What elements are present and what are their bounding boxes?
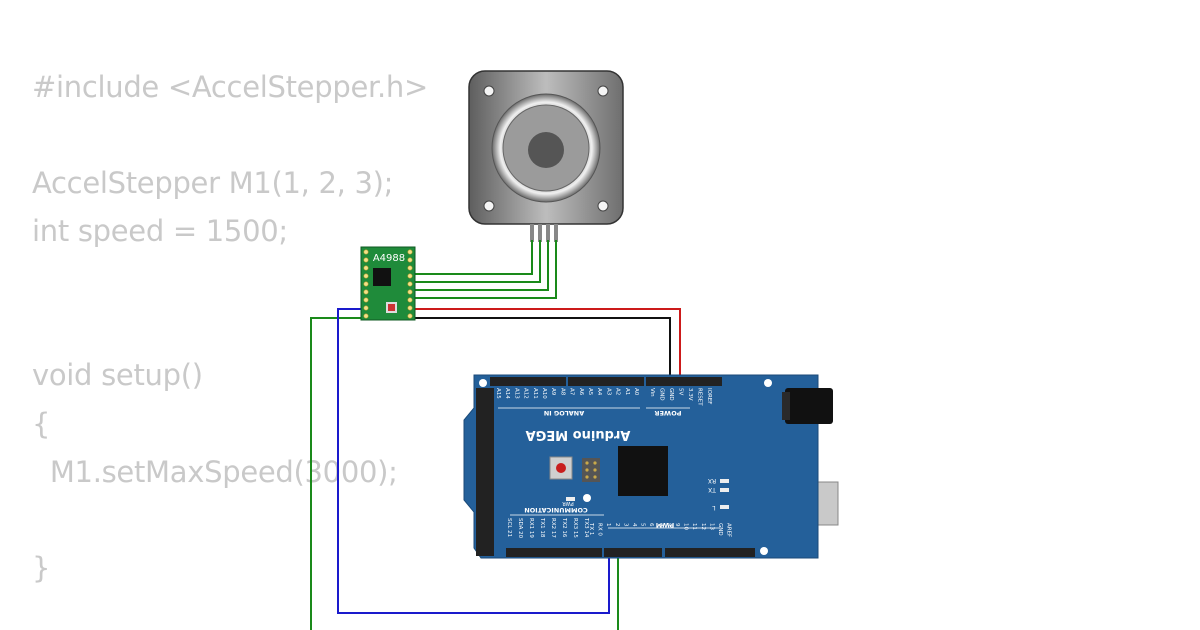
comm-pin-label-1: SDA 20	[517, 518, 523, 539]
digital-pin-label-8: 7	[657, 523, 663, 527]
wire-motor-4	[413, 240, 557, 299]
code-line-setup: void setup()	[32, 358, 203, 392]
power-pin-label-3: 5V	[678, 388, 684, 395]
power-jack	[785, 388, 833, 424]
wire-motor-2	[413, 240, 541, 283]
analog-pin-label-9: A6	[578, 388, 584, 396]
label-communication: COMMUNICATION	[524, 506, 587, 514]
wire-step	[310, 317, 363, 630]
power-pin-label-4: 3.3V	[687, 388, 693, 401]
code-line-close-brace: }	[32, 551, 51, 585]
digital-pin-label-2: 1	[605, 523, 611, 527]
digital-pin-label-0: TX 1	[588, 522, 594, 535]
comm-pin-label-0: SCL 21	[506, 518, 512, 537]
power-pin-label-1: GND	[659, 388, 665, 401]
header-analog-lo	[568, 377, 644, 386]
analog-pin-label-8: A7	[569, 388, 575, 396]
label-analog-in: ANALOG IN	[544, 409, 584, 417]
power-pin-label-2: GND	[668, 388, 674, 401]
label-pwm: PWM	[656, 521, 674, 529]
analog-pin-label-10: A5	[587, 388, 593, 396]
analog-pin-label-6: A9	[550, 388, 556, 396]
digital-pin-label-15: GND	[717, 523, 723, 536]
digital-pin-label-7: 6	[648, 523, 654, 527]
board-name: Arduino MEGA	[526, 427, 631, 442]
analog-pin-label-5: A10	[541, 388, 547, 399]
header-pwm	[604, 548, 662, 557]
wire-dir	[337, 308, 610, 614]
digital-pin-label-13: 12	[700, 523, 706, 530]
analog-pin-label-11: A4	[596, 388, 602, 396]
comm-pin-label-2: RX1 19	[528, 518, 534, 538]
header-comm	[506, 548, 602, 557]
led-label-pwr: PWR	[562, 500, 574, 506]
analog-pin-label-14: A1	[624, 388, 630, 395]
power-pin-label-6: IOREF	[706, 388, 712, 404]
code-line-speed: int speed = 1500;	[32, 214, 288, 248]
header-digital-left	[476, 388, 494, 556]
analog-pin-label-2: A13	[513, 388, 519, 399]
comm-pin-label-5: TX2 16	[561, 517, 567, 538]
header-power	[646, 377, 722, 386]
analog-pin-label-4: A11	[532, 388, 538, 399]
digital-pin-label-9: 8	[665, 523, 671, 527]
analog-pin-label-13: A2	[615, 388, 621, 395]
code-line-setmaxspeed: M1.setMaxSpeed(3000);	[32, 455, 398, 489]
comm-pin-label-3: TX1 18	[539, 517, 545, 538]
wires	[310, 240, 681, 630]
label-power: POWER	[655, 409, 682, 417]
comm-pin-label-7: TX3 14	[583, 517, 589, 538]
comm-pin-label-6: RX3 15	[572, 518, 578, 538]
header-analog-hi	[490, 377, 566, 386]
wire-power	[413, 308, 681, 383]
analog-pin-label-12: A3	[605, 388, 611, 396]
wire-ground	[413, 317, 671, 383]
stepper-motor[interactable]	[468, 70, 624, 242]
code-line-include: #include <AccelStepper.h>	[32, 70, 428, 104]
analog-pin-label-7: A8	[559, 388, 565, 396]
digital-pin-label-16: AREF	[726, 523, 732, 537]
analog-pin-label-15: A0	[633, 388, 639, 396]
digital-pin-label-6: 5	[640, 523, 646, 527]
arduino-mega-board[interactable]: Arduino MEGA ANALOG IN POWER COMMUNICATI…	[463, 374, 839, 559]
digital-pin-label-12: 11	[691, 523, 697, 530]
digital-pin-label-1: RX 0	[597, 523, 603, 536]
digital-pin-label-3: 2	[614, 523, 620, 527]
driver-pins	[363, 249, 413, 319]
led-label-tx: TX	[708, 486, 717, 493]
digital-pin-label-5: 4	[631, 523, 637, 527]
wire-motor-1	[413, 240, 533, 275]
led-label-l: L	[712, 504, 716, 511]
wire-motor-3	[413, 240, 549, 291]
comm-pin-label-4: RX2 17	[550, 518, 556, 538]
code-line-stepper-decl: AccelStepper M1(1, 2, 3);	[32, 166, 394, 200]
led-label-rx: RX	[708, 477, 716, 484]
power-pin-label-5: RESET	[697, 388, 703, 406]
comm-pin-labels: SCL 21 SDA 20 RX1 19 TX1 18 RX2 17 TX2 16 RX3 …	[506, 517, 589, 539]
digital-pin-label-4: 3	[622, 523, 628, 527]
code-line-open-brace: {	[32, 407, 51, 441]
analog-pin-label-0: A15	[495, 388, 501, 399]
a4988-driver[interactable]: A4988	[360, 246, 416, 321]
header-digital	[665, 548, 755, 557]
digital-pin-label-11: 10	[683, 523, 689, 530]
mcu-chip	[618, 446, 668, 496]
digital-pin-label-10: 9	[674, 523, 680, 527]
power-pin-label-0: Vin	[649, 388, 655, 397]
analog-pin-label-3: A12	[523, 388, 529, 399]
digital-pin-label-14: 13	[708, 523, 714, 530]
driver-label: A4988	[373, 253, 405, 264]
analog-pin-label-1: A14	[504, 388, 510, 399]
